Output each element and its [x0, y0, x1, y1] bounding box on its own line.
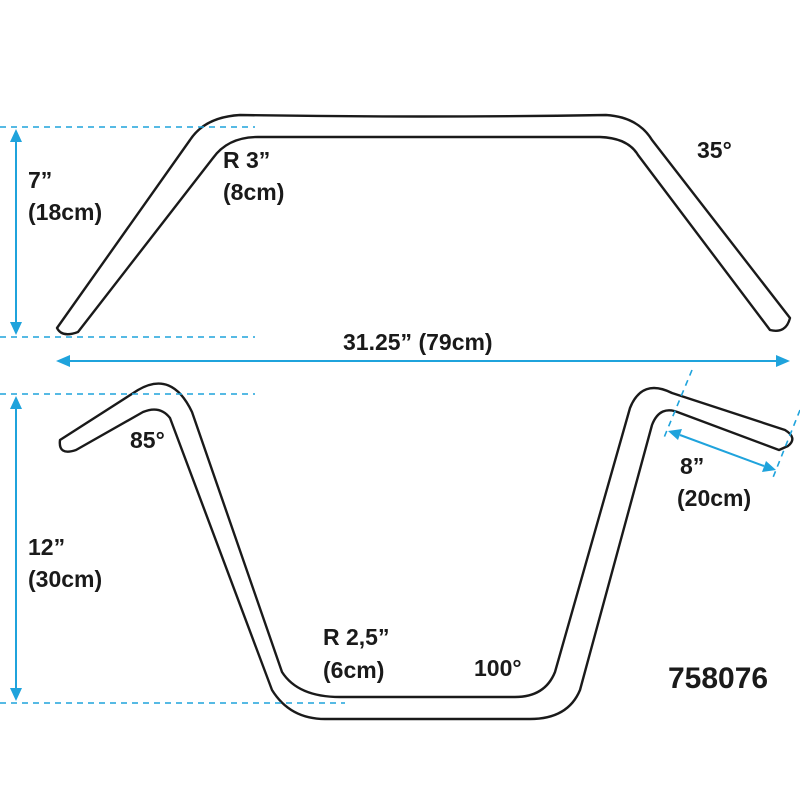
grip-extension-inner	[662, 369, 693, 441]
width-dimension	[56, 355, 790, 367]
bottom-rise-arrow-up	[10, 396, 22, 409]
top-rise-dimension	[0, 126, 255, 338]
grip-arrow-right	[762, 461, 776, 472]
bottom-bend-radius-label: R 2,5”	[323, 624, 389, 650]
width-arrow-left	[56, 355, 70, 367]
grip-extension-outer	[771, 409, 800, 481]
bottom-bend-radius-metric-label: (6cm)	[323, 657, 384, 683]
top-handlebar	[55, 113, 792, 336]
top-bend-radius-label: R 3”	[223, 147, 270, 173]
bottom-rise-arrow-down	[10, 688, 22, 701]
grip-length-label: 8”	[680, 453, 704, 479]
top-rise-metric-label: (18cm)	[28, 199, 102, 225]
bottom-rise-label: 12”	[28, 534, 65, 560]
width-label: 31.25” (79cm)	[343, 329, 493, 355]
bottom-rise-dimension	[0, 393, 345, 704]
bottom-rise-metric-label: (30cm)	[28, 566, 102, 592]
top-rise-arrow-up	[10, 129, 22, 142]
bottom-handlebar-outline	[58, 382, 794, 721]
top-handlebar-outline	[55, 113, 792, 336]
bottom-handlebar	[58, 382, 794, 721]
bottom-angle-label: 100°	[474, 655, 522, 681]
grip-dimension-line	[679, 434, 765, 467]
top-rise-label: 7”	[28, 167, 52, 193]
part-number: 758076	[668, 662, 768, 695]
end-angle-label: 85°	[130, 427, 165, 453]
top-angle-label: 35°	[697, 137, 732, 163]
grip-length-dimension	[662, 369, 800, 481]
grip-length-metric-label: (20cm)	[677, 485, 751, 511]
width-arrow-right	[776, 355, 790, 367]
top-rise-arrow-down	[10, 322, 22, 335]
top-bend-radius-metric-label: (8cm)	[223, 179, 284, 205]
grip-arrow-left	[668, 429, 682, 440]
